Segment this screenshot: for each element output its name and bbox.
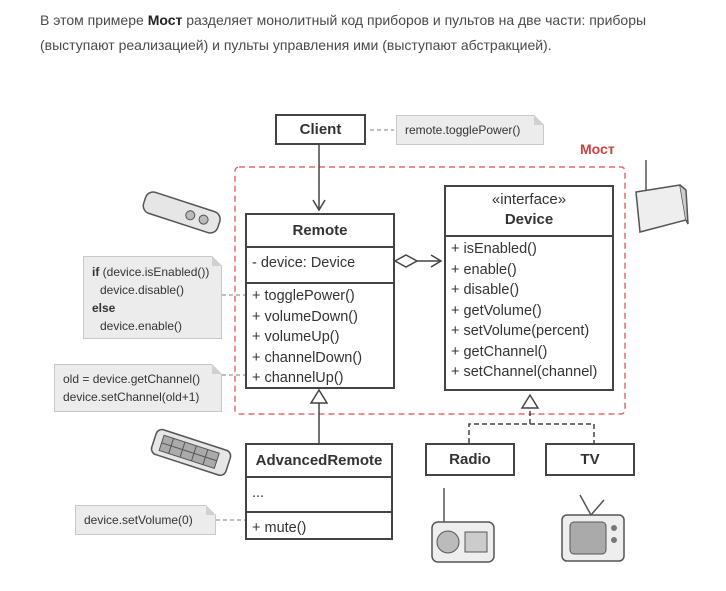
device-box-illustration bbox=[635, 160, 689, 233]
method-item: + disable() bbox=[451, 282, 520, 298]
remote-field: - device: Device bbox=[247, 246, 393, 282]
tv-class: TV bbox=[545, 443, 635, 476]
implementation-lines bbox=[468, 408, 595, 443]
advanced-title: AdvancedRemote bbox=[255, 452, 383, 469]
remote-title: Remote bbox=[292, 222, 348, 239]
radio-illustration bbox=[431, 488, 495, 563]
method-item: + isEnabled() bbox=[451, 241, 537, 257]
radio-title: Radio bbox=[449, 451, 491, 468]
device-title: Device bbox=[504, 211, 554, 228]
method-item: + togglePower() bbox=[252, 288, 355, 304]
mute-note: device.setVolume(0) bbox=[75, 505, 216, 535]
channel-up-note: old = device.getChannel() device.setChan… bbox=[54, 364, 222, 412]
method-item: + channelDown() bbox=[252, 349, 363, 366]
remote-methods: + togglePower() + volumeDown() + volumeU… bbox=[247, 282, 393, 389]
aggregation-diamond bbox=[393, 254, 419, 268]
client-title: Client bbox=[299, 121, 342, 138]
toggle-power-note: if (device.isEnabled()) device.disable()… bbox=[83, 256, 222, 339]
method-item: + volumeUp() bbox=[252, 329, 340, 345]
method-item: + enable() bbox=[451, 261, 517, 278]
method-item: + getVolume() bbox=[451, 302, 542, 319]
method-item: + setChannel(channel) bbox=[451, 364, 598, 380]
radio-class: Radio bbox=[425, 443, 515, 476]
advanced-field: ... bbox=[247, 476, 391, 511]
tv-title: TV bbox=[580, 451, 600, 468]
intro-bold-term: Мост bbox=[147, 12, 183, 28]
device-interface: «interface» Device + isEnabled() + enabl… bbox=[444, 185, 614, 391]
method-item: + getChannel() bbox=[451, 343, 548, 360]
method-item: + setVolume(percent) bbox=[451, 323, 590, 339]
method-item: + volumeDown() bbox=[252, 308, 358, 325]
advanced-remote-class: AdvancedRemote ... + mute() bbox=[245, 443, 393, 540]
tv-remote-illustration bbox=[150, 428, 232, 477]
bridge-label: Мост bbox=[580, 141, 615, 157]
intro-text: В этом примере Мост разделяет монолитный… bbox=[40, 12, 647, 53]
device-stereotype: «interface» bbox=[491, 191, 567, 208]
client-note: remote.togglePower() bbox=[396, 115, 544, 145]
client-class: Client bbox=[275, 114, 366, 145]
method-item: + channelUp() bbox=[252, 370, 344, 386]
remote-class: Remote - device: Device + togglePower() … bbox=[245, 213, 395, 389]
remote-illustration bbox=[142, 191, 221, 234]
advanced-method: + mute() bbox=[247, 511, 391, 541]
tv-illustration bbox=[561, 494, 625, 562]
bridge-frame bbox=[234, 166, 626, 415]
device-methods: + isEnabled() + enable() + disable() + g… bbox=[446, 235, 612, 383]
